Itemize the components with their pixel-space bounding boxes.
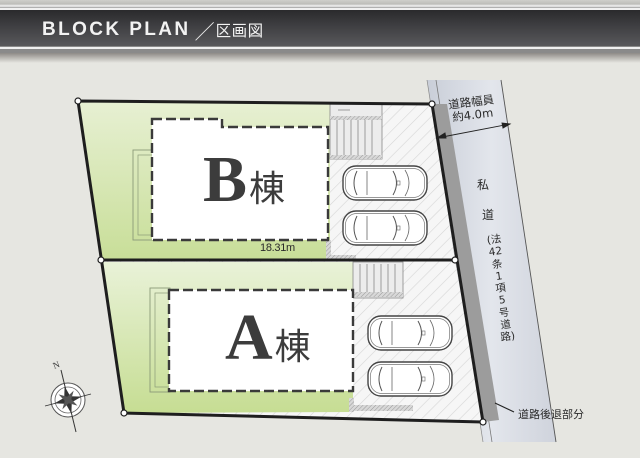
parking-space-a2 — [367, 361, 453, 397]
title-english: BLOCK PLAN — [42, 19, 191, 40]
building-b-label: B 棟 — [203, 143, 286, 216]
parking-space-b2 — [342, 210, 428, 246]
road-setback-area — [432, 104, 499, 422]
building-b-suffix: 棟 — [249, 169, 286, 210]
road-name-char-2: 道 — [482, 208, 495, 222]
setback-label: 道路後退部分 — [518, 408, 584, 421]
title-japanese: 区画図 — [215, 22, 264, 40]
header-rule-bottom — [0, 47, 640, 49]
compass-rose-icon — [44, 369, 92, 433]
road-width-dimension — [435, 122, 512, 139]
building-a-letter: A — [225, 301, 273, 374]
building-a-footprint — [167, 288, 355, 393]
header-rule-top — [0, 8, 640, 10]
header-bar — [0, 10, 640, 46]
header-shadow — [0, 53, 640, 63]
entrance-steps-a — [352, 261, 404, 299]
entrance-steps-b — [329, 102, 383, 160]
building-a-label: A 棟 — [225, 301, 311, 374]
setback-leader-line — [494, 402, 515, 413]
building-b-letter: B — [203, 143, 248, 216]
parking-space-a1 — [367, 315, 453, 351]
parking-space-b1 — [342, 165, 428, 201]
boundary-markers — [74, 97, 487, 426]
header-banner: BLOCK PLAN ／ 区画図 — [0, 0, 640, 63]
road-name-char-1: 私 — [477, 178, 490, 192]
building-b-footprint — [150, 117, 330, 242]
building-a-suffix: 棟 — [274, 327, 311, 368]
frontage-dimension: 18.31m — [260, 242, 295, 254]
title-separator: ／ — [194, 19, 215, 44]
private-road — [427, 80, 556, 442]
page-title: BLOCK PLAN ／ 区画図 — [42, 17, 264, 44]
